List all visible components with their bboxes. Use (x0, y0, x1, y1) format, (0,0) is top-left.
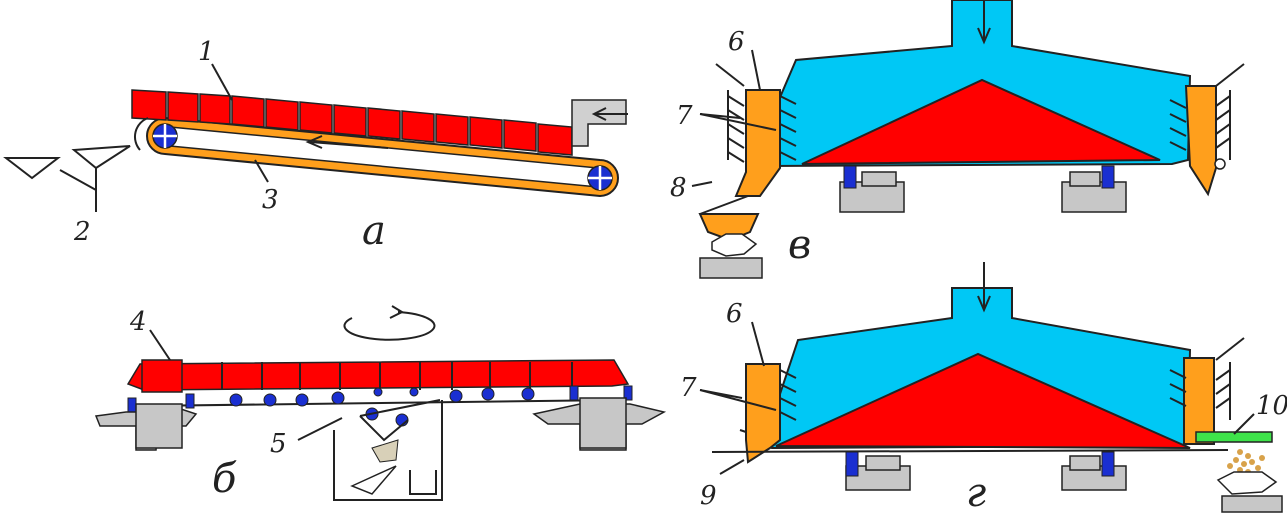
caption-a: а (362, 208, 386, 254)
product-pile (1227, 449, 1265, 475)
ingots (3, 145, 131, 180)
chain-rollers (127, 385, 633, 427)
support-right-v (1061, 165, 1127, 213)
label-7-v: 7 (676, 101, 693, 131)
support-right-b (532, 397, 667, 451)
panel-g: 6 7 9 10 г (680, 262, 1287, 516)
label-4: 4 (129, 307, 147, 337)
discharge-box (333, 399, 443, 501)
roller-left (152, 123, 178, 149)
label-1: 1 (198, 37, 215, 67)
hatching-left-g (739, 369, 797, 433)
panel-a: 1 2 3 а (3, 37, 628, 254)
mold-row-a (131, 89, 573, 156)
chain-line (139, 399, 621, 407)
label-5: 5 (270, 429, 287, 459)
label-8: 8 (670, 173, 687, 203)
feed-arrow-icon-v (977, 0, 991, 45)
discharge-arc-icon (133, 117, 149, 151)
leader-lines-a (59, 63, 269, 212)
mold-4 (141, 359, 183, 393)
panel-b: 4 5 б (94, 305, 667, 502)
caption-b: б (212, 456, 237, 502)
hatching-right-v (1169, 63, 1245, 160)
conveyor-10 (1195, 431, 1273, 443)
hatching-right-g (1169, 337, 1245, 420)
post-right-v (1184, 85, 1217, 197)
mold-row-b (126, 359, 630, 391)
leader-lines-v (691, 49, 777, 187)
rotation-arrow-icon (343, 311, 436, 341)
belt-direction-arrow-icon (305, 135, 389, 149)
cone-g (775, 352, 1191, 449)
feed-arrow-icon-g (977, 262, 991, 313)
support-left-g (845, 451, 911, 491)
leader-lines-g (699, 321, 1255, 475)
hatching-left-v (715, 63, 797, 163)
label-2: 2 (73, 217, 91, 247)
panel-v: 6 7 8 в (670, 0, 1245, 279)
support-right-g (1061, 451, 1127, 491)
chute-8 (698, 195, 763, 279)
label-9: 9 (700, 481, 717, 511)
label-6-g: 6 (726, 299, 743, 329)
caption-v: в (788, 222, 811, 268)
post-left-g (745, 363, 781, 464)
label-10: 10 (1256, 391, 1287, 421)
floor-line-g (711, 449, 1229, 453)
roller-right (587, 165, 613, 191)
post-right-g (1183, 357, 1215, 445)
cone-v (801, 78, 1161, 165)
leader-lines-b (149, 329, 343, 441)
label-3: 3 (262, 185, 279, 215)
feed-arrow-icon (591, 107, 628, 121)
label-7-g: 7 (680, 373, 697, 403)
support-left-b (94, 403, 198, 451)
post-left-v (734, 89, 781, 197)
loading-hopper (571, 99, 628, 147)
label-6-v: 6 (728, 27, 745, 57)
support-left-v (839, 165, 905, 213)
caption-g: г (966, 470, 986, 516)
